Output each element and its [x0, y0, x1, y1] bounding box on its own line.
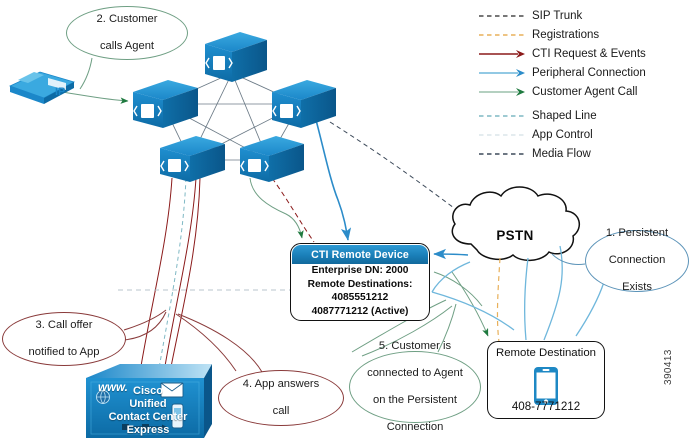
legend-label-peripheral-connection: Peripheral Connection [532, 67, 646, 80]
callout-3-call-offer-notified-to-app: 3. Call offer notified to App [2, 312, 126, 366]
cti-remote-device-title: CTI Remote Device [292, 245, 428, 264]
svg-text:IP: IP [55, 86, 65, 98]
link-cucm-to-ctird-peripheral [315, 119, 352, 241]
callout-5-line-4: Connection [386, 420, 444, 433]
pstn-cloud-shape [451, 186, 581, 261]
uccx-line-cisco: Cisco [133, 385, 163, 397]
cucm-node-left [133, 80, 198, 128]
callout-1-persistent-connection-exists: 1. Persistent Connection Exists [585, 227, 689, 294]
link-phone-to-cucm [61, 91, 129, 104]
callout-3-line-1: 3. Call offer [35, 318, 93, 331]
uccx-server-icon [86, 364, 212, 438]
legend-label-customer-agent-call: Customer Agent Call [532, 86, 638, 99]
app-control-line-icon [478, 129, 526, 141]
callout-1-line-3: Exists [622, 281, 652, 294]
cti-remote-destinations-label: Remote Destinations: [307, 278, 413, 290]
remote-destination-number: 408-7771212 [511, 400, 581, 413]
shaped-line-cucm-uccx [157, 177, 187, 375]
legend-item-registrations: Registrations [478, 25, 690, 44]
persistent-connection-routes [431, 245, 605, 341]
callout-4-line-2: call [272, 404, 290, 417]
callout-2-customer-calls-agent: 2. Customer calls Agent [66, 6, 188, 60]
customer-agent-call-arrow-icon [478, 86, 526, 98]
figure-id: 390413 [663, 349, 674, 385]
callout-2-line-2: calls Agent [99, 39, 155, 52]
cti-remote-destination-1: 4085551212 [331, 292, 389, 304]
link-registration-pstn-rd [496, 257, 501, 343]
cucm-node-right [272, 80, 336, 128]
legend: SIP Trunk Registrations CTI Request & Ev… [478, 6, 690, 164]
callout-5-line-3: on the Persistent [373, 393, 457, 406]
link-cucm-to-pstn-siptrunk [329, 121, 463, 215]
callout-5-line-2: connected to Agent [367, 366, 463, 379]
legend-item-peripheral-connection: Peripheral Connection [478, 64, 690, 83]
uccx-line-unified: Unified [129, 398, 167, 410]
cti-enterprise-dn: Enterprise DN: 2000 [311, 265, 409, 276]
registrations-line-icon [478, 29, 526, 41]
legend-label-app-control: App Control [532, 128, 593, 141]
peripheral-connection-arrow-icon [478, 67, 526, 79]
uccx-line-express: Express [126, 424, 170, 436]
ip-phone-icon: IP [8, 71, 76, 104]
legend-label-cti-request-events: CTI Request & Events [532, 47, 646, 60]
legend-label-shaped-line: Shaped Line [532, 109, 597, 122]
callout-5-leader [437, 303, 457, 353]
legend-label-registrations: Registrations [532, 28, 600, 41]
cti-event-bundle [139, 177, 201, 373]
agent-call-routes [351, 271, 483, 357]
legend-item-cti-request-events: CTI Request & Events [478, 44, 690, 63]
callout-3-leader [123, 309, 167, 341]
legend-item-customer-agent-call: Customer Agent Call [478, 83, 690, 102]
callout-1-line-2: Connection [608, 254, 666, 267]
remote-destination-title: Remote Destination [495, 347, 597, 359]
cucm-node-bottom-right [240, 136, 304, 182]
callout-5-customer-connected-to-agent: 5. Customer is connected to Agent on the… [349, 340, 481, 433]
remote-destination-box[interactable]: Remote Destination 408-7771212 [487, 341, 605, 419]
cucm-node-bottom-left [160, 136, 225, 182]
callout-5-line-1: 5. Customer is [378, 340, 452, 353]
callout-2-leader [79, 57, 93, 90]
legend-item-app-control: App Control [478, 125, 690, 144]
cti-request-arrow-icon [478, 48, 526, 60]
callout-1-line-1: 1. Persistent [605, 227, 669, 240]
legend-item-sip-trunk: SIP Trunk [478, 6, 690, 25]
legend-item-shaped-line: Shaped Line [478, 106, 690, 125]
cucm-node-top [205, 32, 267, 82]
cti-remote-device-box[interactable]: CTI Remote Device Enterprise DN: 2000 Re… [290, 243, 430, 321]
callout-2-line-1: 2. Customer [96, 12, 158, 25]
shaped-line-icon [478, 110, 526, 122]
legend-label-sip-trunk: SIP Trunk [532, 9, 583, 22]
link-pstn-to-rd-call [451, 271, 489, 337]
uccx-server[interactable]: www. Cisco Unified Contact Center Expres… [92, 371, 204, 441]
uccx-www-label: www. [98, 381, 128, 394]
media-flow-line-icon [478, 148, 526, 160]
callout-4-app-answers-call: 4. App answers call [218, 370, 344, 426]
sip-trunk-line-icon [478, 10, 526, 22]
callout-4-line-1: 4. App answers [242, 377, 320, 390]
link-cucm-to-ctird-events [271, 177, 315, 243]
legend-label-media-flow: Media Flow [532, 147, 591, 160]
pstn-label: PSTN [496, 228, 534, 243]
cti-remote-destination-2-active: 4087771212 (Active) [311, 305, 409, 317]
callout-1-leader [551, 253, 586, 265]
callout-3-line-2: notified to App [28, 345, 100, 358]
link-right-to-ctird-peripheral [433, 248, 469, 260]
uccx-server-label: www. Cisco Unified Contact Center Expres… [92, 371, 204, 441]
uccx-line-contact-center: Contact Center [108, 411, 188, 423]
legend-item-media-flow: Media Flow [478, 144, 690, 163]
cti-remote-device-details: Enterprise DN: 2000 Remote Destinations:… [291, 264, 429, 318]
smartphone-icon [533, 366, 559, 411]
callout-4-leader [175, 313, 263, 373]
link-cucm-to-ctird-call [249, 177, 304, 239]
